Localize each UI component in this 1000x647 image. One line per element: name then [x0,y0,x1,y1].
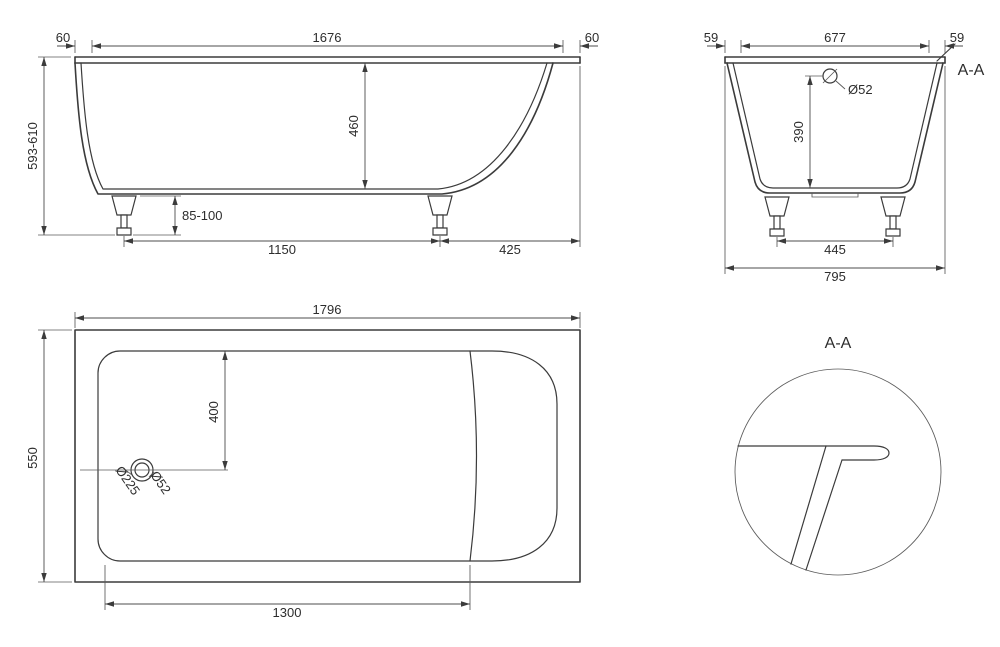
section-detail: A-A [734,335,942,576]
dim-text-end-overhang: 425 [499,242,521,257]
left-foot [111,195,137,216]
dim-text-inner-length: 1676 [313,30,342,45]
drain-leader-line [148,471,155,478]
dim-text-right-rim: 60 [585,30,599,45]
plan-view-outline [74,329,581,583]
dim-text-foot-height: 85-100 [182,208,222,223]
detail-circle [734,368,942,576]
left-foot-bolt [773,215,781,230]
right-foot-bolt [436,214,444,229]
dim-text-drain-dia: Ø52 [848,82,873,97]
right-foot-pad [432,227,448,236]
left-foot-bolt [120,214,128,229]
left-foot-pad [769,228,785,237]
tub-outer-profile [74,62,554,195]
left-foot [764,196,790,217]
section-detail-label: A-A [825,335,852,352]
drain-hole-tick [822,68,838,84]
dim-text-overall-width: 795 [824,269,846,284]
plan-view-dimensions: 1796 550 400 Ø225 Ø52 1300 [25,302,581,620]
basin-slope-edge [469,350,478,562]
end-view-outline [724,43,956,198]
dim-text-feet-spacing: 445 [824,242,846,257]
section-cut-mark [936,43,956,62]
tub-outer-profile [726,62,944,194]
dim-text-right-rim: 59 [950,30,964,45]
right-foot [427,195,453,216]
wall-outer-line [805,459,843,571]
dim-text-drain-dia: Ø52 [148,468,174,497]
tub-inner-profile [732,62,938,189]
section-label: A-A [958,62,985,79]
dim-text-width: 550 [25,447,40,469]
drain-leader-line [122,467,133,476]
tub-outer-rect [74,329,581,583]
dim-text-basin-length: 1300 [273,605,302,620]
dim-text-drain-offset: 400 [206,401,221,423]
side-view: 60 1676 60 593-610 460 85-100 1150 425 [25,30,599,257]
dim-text-overall-length: 1796 [313,302,342,317]
right-foot-bolt [889,215,897,230]
end-view: 59 677 59 A-A Ø52 390 445 795 [704,30,985,284]
plan-view: 1796 550 400 Ø225 Ø52 1300 [25,302,581,620]
side-view-feet [111,195,453,236]
dim-text-feet-spacing: 1150 [268,242,296,257]
tub-inner-rim [97,350,558,562]
dim-text-drain-height: 390 [791,121,806,143]
tub-inner-profile [80,62,548,190]
end-view-dimensions: 59 677 59 A-A Ø52 390 445 795 [704,30,985,284]
wall-inner-line [790,445,827,565]
bottom-waste-detail [811,193,859,198]
right-foot [880,196,906,217]
end-view-feet [764,196,906,237]
left-foot-pad [116,227,132,236]
dim-text-depth: 460 [346,115,361,137]
side-view-dimensions: 60 1676 60 593-610 460 85-100 1150 425 [25,30,599,257]
rim-flange-profile [737,445,890,461]
right-foot-pad [885,228,901,237]
dim-text-inner-width: 677 [824,30,846,45]
side-view-outline [74,56,581,195]
drain-leader-line [835,80,846,90]
dim-text-left-rim: 60 [56,30,70,45]
dim-text-left-rim: 59 [704,30,718,45]
dim-text-height: 593-610 [25,122,40,170]
